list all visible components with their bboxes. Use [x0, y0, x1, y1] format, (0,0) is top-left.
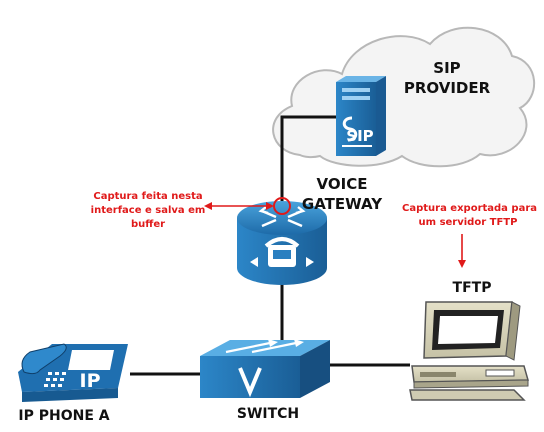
voice-gateway-label-line-2: GATEWAY [301, 195, 383, 213]
voice-gateway-label: VOICE GATEWAY [296, 174, 388, 214]
switch-icon[interactable] [200, 339, 330, 398]
capture-export-note-line-1: Captura exportada para [402, 203, 537, 214]
voice-gateway-label-line-1: VOICE [316, 175, 368, 193]
links [130, 115, 410, 376]
capture-export-note: Captura exportada para um servidor TFTP [402, 202, 537, 230]
ip-phone-screen-text: IP [80, 370, 101, 392]
pc-icon[interactable] [409, 301, 529, 401]
switch-label: SWITCH [236, 406, 300, 422]
sip-provider-label: SIP PROVIDER [400, 58, 494, 98]
ip-phone-label: IP PHONE A [18, 408, 110, 424]
link-sip-gateway [280, 115, 336, 205]
sip-provider-label-line-1: SIP [433, 59, 461, 77]
sip-provider-label-line-2: PROVIDER [403, 79, 491, 97]
sip-server-icon[interactable]: SIP [336, 76, 386, 156]
sip-server-text: SIP [346, 127, 373, 145]
capture-interface-note-line-2: interface e salva em [90, 205, 206, 216]
capture-interface-note-line-1: Captura feita nesta [93, 191, 203, 202]
capture-export-note-line-2: um servidor TFTP [418, 217, 518, 228]
capture-interface-note: Captura feita nesta interface e salva em… [84, 190, 212, 232]
capture-interface-note-line-3: buffer [130, 219, 166, 230]
tftp-label: TFTP [452, 280, 492, 296]
ip-phone-icon[interactable]: IP [18, 343, 128, 402]
router-icon[interactable] [237, 197, 327, 285]
annotation-arrows [204, 202, 466, 268]
